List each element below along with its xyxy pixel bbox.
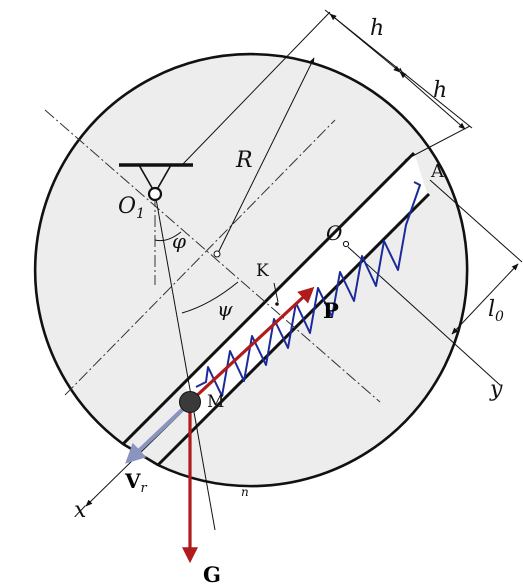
label-psi: ψ: [217, 297, 233, 321]
label-y-axis: y: [489, 377, 503, 402]
label-l0-main: l: [488, 297, 495, 322]
label-l0: l0: [488, 297, 504, 325]
label-O1: O1: [118, 194, 145, 222]
slot-wall-lower: [156, 192, 431, 467]
label-G: G: [203, 562, 221, 586]
label-h-top: h: [370, 16, 384, 41]
label-R: R: [235, 148, 253, 173]
point-K: [275, 302, 279, 306]
label-K: K: [256, 261, 269, 281]
label-Vr-sub: r: [141, 481, 148, 496]
relative-velocity-arrow: [125, 406, 186, 464]
label-O1-main: O: [118, 194, 136, 219]
label-P: P: [323, 298, 339, 323]
spring-force-P-arrow: [190, 286, 315, 402]
phi-angle-arc: [154, 231, 182, 242]
label-A: A: [430, 161, 445, 182]
rotating-disk: [33, 52, 469, 488]
label-l0-sub: 0: [495, 309, 504, 325]
slot-wall-upper: [121, 151, 416, 446]
psi-angle-arc: [181, 281, 239, 314]
label-O1-sub: 1: [136, 206, 145, 222]
label-phi: φ: [172, 229, 186, 253]
label-Vr-main: V: [124, 469, 141, 493]
label-h-second: h: [433, 78, 447, 103]
label-Vr: Vr: [124, 469, 148, 496]
label-M: M: [207, 392, 224, 412]
label-n: n: [241, 485, 249, 499]
label-O: O: [326, 221, 342, 245]
label-x-axis: x: [74, 498, 87, 523]
mass-M: [179, 391, 201, 413]
disk-center-point: [213, 250, 221, 258]
pivot-hinge-O1: [147, 186, 163, 202]
dimension-arrows: [217, 13, 519, 335]
point-O: [342, 240, 350, 248]
